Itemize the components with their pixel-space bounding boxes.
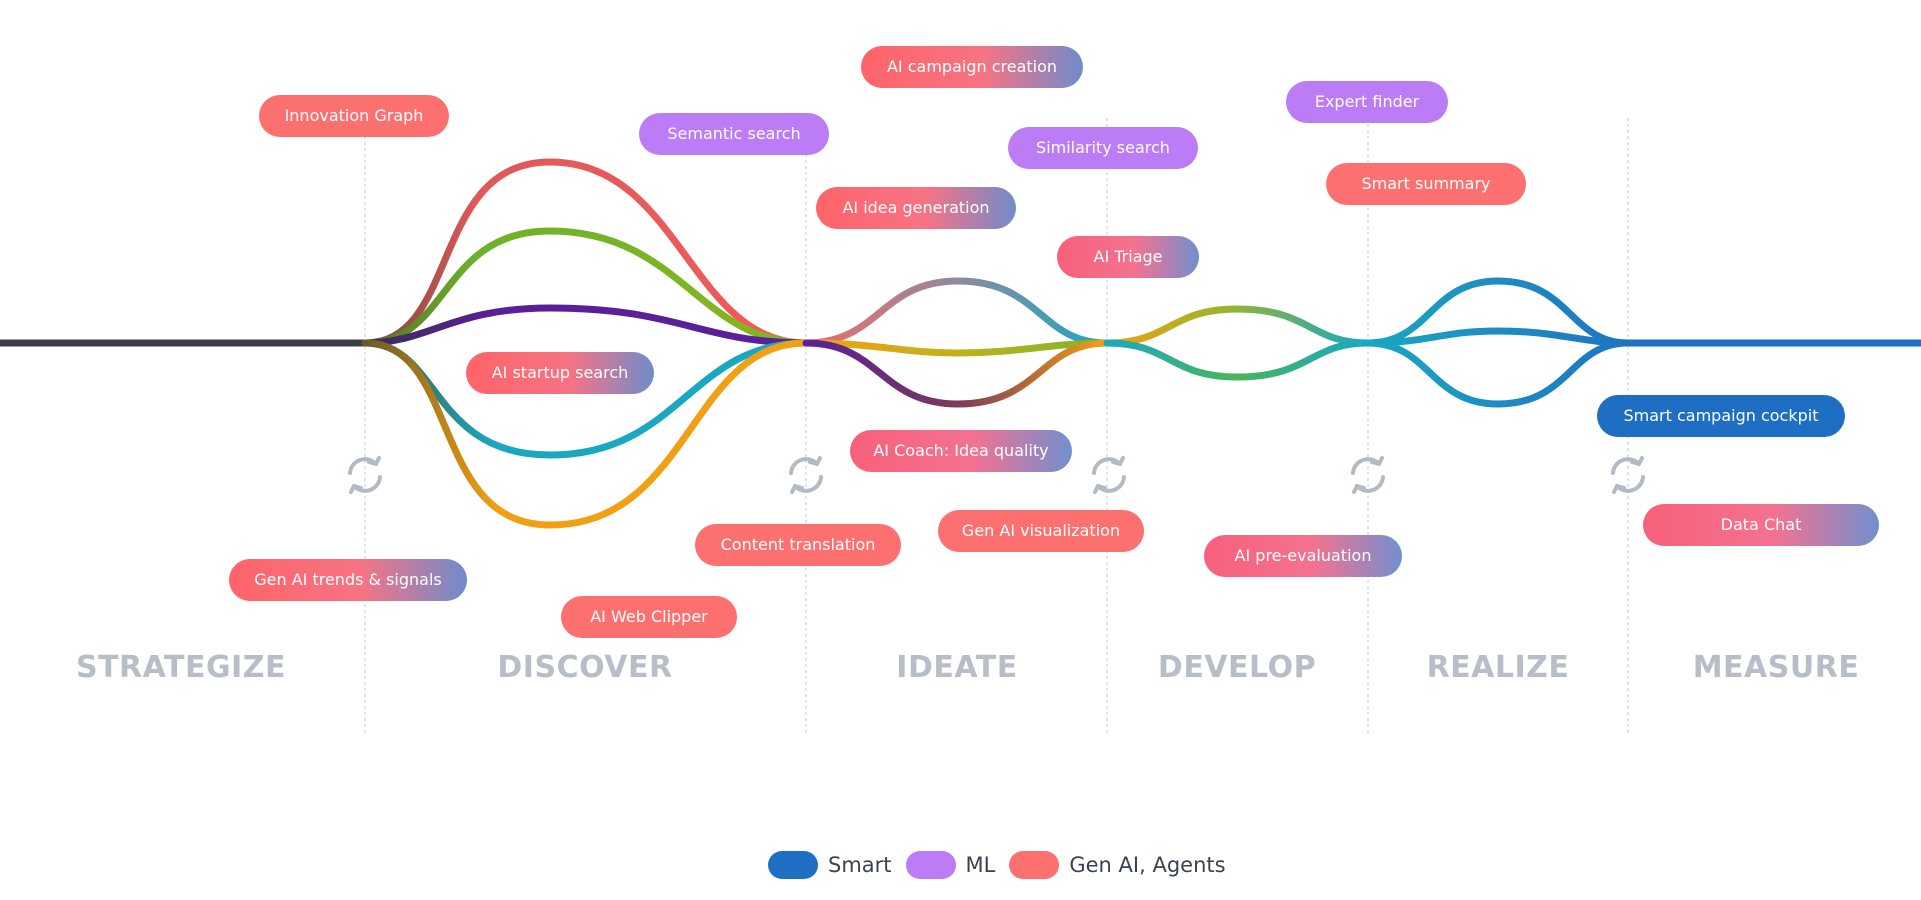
stream-ideate-upper	[802, 277, 1111, 347]
stream-discover-green	[361, 227, 810, 347]
legend-swatch-smart	[768, 851, 818, 879]
legend-label-ml: ML	[965, 853, 996, 877]
phase-label-ideate: IDEATE	[896, 650, 1018, 685]
pill-ai-campaign-creation[interactable]: AI campaign creation	[861, 46, 1083, 88]
pill-ai-triage[interactable]: AI Triage	[1057, 236, 1199, 278]
legend-item-smart: Smart	[768, 851, 892, 879]
legend-label-smart: Smart	[828, 853, 892, 877]
pill-semantic-search[interactable]: Semantic search	[639, 113, 829, 155]
legend-item-ml: ML	[905, 851, 996, 879]
pill-smart-summary[interactable]: Smart summary	[1326, 163, 1526, 205]
pill-data-chat[interactable]: Data Chat	[1643, 504, 1879, 546]
pill-gen-ai-visualization[interactable]: Gen AI visualization	[938, 510, 1144, 552]
pill-content-translation[interactable]: Content translation	[695, 524, 901, 566]
cycle-icon	[1611, 456, 1645, 494]
phase-label-discover: DISCOVER	[497, 650, 673, 685]
pill-innovation-graph[interactable]: Innovation Graph	[259, 95, 449, 137]
pill-ai-idea-generation[interactable]: AI idea generation	[816, 187, 1016, 229]
cycle-icon	[348, 456, 382, 494]
legend-swatch-ml	[905, 851, 956, 879]
stream-ideate-middle	[802, 339, 1111, 357]
phase-label-strategize: STRATEGIZE	[75, 650, 287, 685]
phase-label-measure: MEASURE	[1692, 650, 1860, 685]
stream-realize-middle	[1364, 327, 1632, 347]
stream-develop-lower	[1103, 339, 1372, 381]
pill-ai-pre-evaluation[interactable]: AI pre-evaluation	[1204, 535, 1402, 577]
legend-swatch-gen-ai-agents	[1009, 851, 1060, 879]
phase-label-realize: REALIZE	[1426, 650, 1570, 685]
cycle-icon	[1092, 456, 1126, 494]
cycle-icon	[1351, 456, 1385, 494]
legend-item-gen-ai-agents: Gen AI, Agents	[1009, 851, 1226, 879]
pill-gen-ai-trends-signals[interactable]: Gen AI trends & signals	[229, 559, 467, 601]
cycle-icon	[789, 456, 823, 494]
legend-label-gen-ai-agents: Gen AI, Agents	[1069, 853, 1226, 877]
pill-ai-coach-idea-quality[interactable]: AI Coach: Idea quality	[850, 430, 1072, 472]
stream-ideate-lower	[802, 339, 1111, 408]
legend: Smart ML Gen AI, Agents	[768, 848, 1240, 882]
phase-label-develop: DEVELOP	[1157, 650, 1317, 685]
stream-realize-lower	[1364, 339, 1632, 408]
pill-expert-finder[interactable]: Expert finder	[1286, 81, 1448, 123]
stream-discover-orange	[361, 339, 810, 529]
pill-smart-campaign-cockpit[interactable]: Smart campaign cockpit	[1597, 395, 1845, 437]
pill-ai-startup-search[interactable]: AI startup search	[466, 352, 654, 394]
pill-similarity-search[interactable]: Similarity search	[1008, 127, 1198, 169]
stream-realize-upper	[1364, 277, 1632, 347]
stream-develop-upper	[1103, 305, 1372, 347]
pill-ai-web-clipper[interactable]: AI Web Clipper	[561, 596, 737, 638]
stream-discover-red	[361, 158, 810, 347]
stream-discover-purple	[361, 304, 810, 347]
